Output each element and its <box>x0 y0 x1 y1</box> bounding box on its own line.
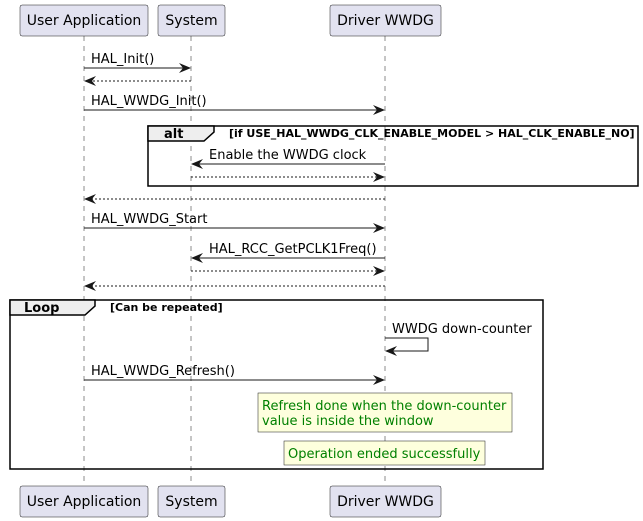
loop-condition: [Can be repeated] <box>110 301 223 314</box>
message-label-hal-init: HAL_Init() <box>91 52 154 67</box>
alt-fragment: alt [if USE_HAL_WWDG_CLK_ENABLE_MODEL > … <box>147 125 639 187</box>
participant-system-top: System <box>157 4 226 37</box>
participant-driver-wwdg-top: Driver WWDG <box>329 4 442 37</box>
note-refresh: Refresh done when the down-counter value… <box>257 392 513 433</box>
message-label-hal-wwdg-refresh: HAL_WWDG_Refresh() <box>91 364 235 379</box>
loop-fragment: Loop [Can be repeated] <box>9 299 544 470</box>
message-label-get-pclk1: HAL_RCC_GetPCLK1Freq() <box>209 242 377 257</box>
alt-condition: [if USE_HAL_WWDG_CLK_ENABLE_MODEL > HAL_… <box>229 127 635 140</box>
participant-label: User Application <box>27 13 142 29</box>
note-refresh-line1: Refresh done when the down-counter <box>262 399 507 414</box>
note-refresh-line2: value is inside the window <box>262 414 434 429</box>
participant-system-bottom: System <box>157 485 226 518</box>
participant-label: System <box>165 13 217 29</box>
message-label-down-counter: WWDG down-counter <box>392 322 532 337</box>
participant-label: Driver WWDG <box>337 13 434 29</box>
message-label-enable-clock: Enable the WWDG clock <box>209 148 367 163</box>
participant-label: Driver WWDG <box>337 494 434 510</box>
participant-user-application-top: User Application <box>19 4 149 37</box>
alt-keyword: alt <box>164 127 183 142</box>
participant-label: User Application <box>27 494 142 510</box>
participant-driver-wwdg-bottom: Driver WWDG <box>329 485 442 518</box>
message-self-arrow-down-counter <box>385 337 429 356</box>
message-label-hal-wwdg-init: HAL_WWDG_Init() <box>91 94 207 109</box>
message-label-hal-wwdg-start: HAL_WWDG_Start <box>91 212 207 227</box>
note-ended-text: Operation ended successfully <box>288 447 481 462</box>
loop-keyword: Loop <box>24 301 59 316</box>
participant-user-application-bottom: User Application <box>19 485 149 518</box>
note-operation-ended: Operation ended successfully <box>283 440 486 466</box>
participant-label: System <box>165 494 217 510</box>
